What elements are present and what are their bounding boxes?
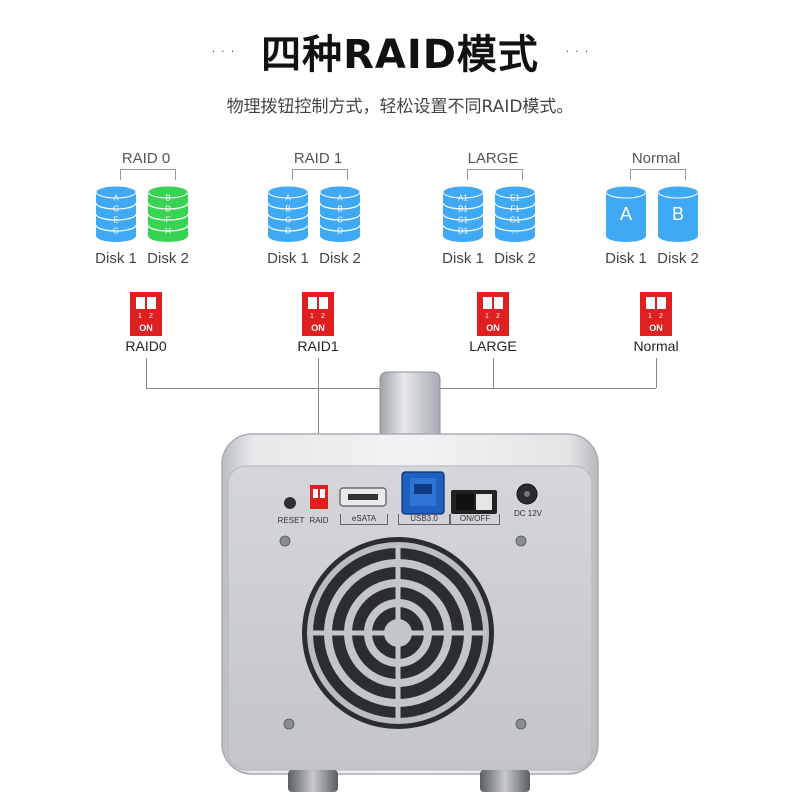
mode-bracket: [467, 169, 523, 180]
disk-slot-label: B: [337, 205, 342, 214]
disk-slot-label: F: [166, 216, 171, 225]
disk-slot-label: C: [113, 205, 119, 214]
power-label: ON/OFF: [450, 514, 500, 525]
mode-name: RAID 1: [293, 150, 343, 167]
mode-footer-label: RAID0: [125, 338, 167, 354]
disk-slot-label: E: [113, 216, 118, 225]
mode-name: LARGE: [467, 150, 519, 167]
disk-1-label: Disk 1: [95, 250, 137, 267]
cooling-fan: [302, 537, 494, 729]
screws: [279, 535, 527, 730]
title-dots-right: . . .: [566, 44, 590, 55]
disk-slot-label: D: [337, 227, 343, 236]
dip-on-label: ON: [311, 323, 325, 333]
esata-label: eSATA: [340, 514, 388, 525]
disk-slot-label: C: [285, 216, 291, 225]
disk-slot-label: A1: [458, 194, 468, 203]
disk-slot-label: D: [165, 205, 171, 214]
dip-number: 2: [149, 313, 153, 320]
disk-slot-label: C: [337, 216, 343, 225]
dip-number: 2: [659, 313, 663, 320]
disk-slot-label: H: [165, 227, 171, 236]
connector-drop-raid0: [146, 358, 147, 388]
dip-on-label: ON: [649, 323, 663, 333]
dip-number: 1: [648, 313, 652, 320]
mode-footer-label: RAID1: [297, 338, 339, 354]
device-raid-switch: [310, 485, 328, 509]
disk-2-label: Disk 2: [319, 250, 361, 267]
mode-bracket: [630, 169, 686, 180]
mode-footer-label: LARGE: [469, 338, 517, 354]
usb3-port: [401, 471, 445, 515]
reset-button-hole: [284, 497, 296, 509]
esata-port: [339, 487, 387, 507]
disk-slot-label: A: [285, 194, 291, 203]
disk-slot-label: F1: [510, 205, 520, 214]
usb-label: USB3.0: [398, 514, 450, 525]
disk-slot-label: G: [113, 227, 119, 236]
dip-number: 1: [138, 313, 142, 320]
disk-slot-label: E1: [510, 194, 520, 203]
dip-number: 1: [310, 313, 314, 320]
power-switch: [451, 490, 497, 514]
reset-label: RESET: [277, 516, 305, 525]
disk-2-label: Disk 2: [494, 250, 536, 267]
title-dots-left: . . .: [212, 44, 236, 55]
disk-slot-label: B: [285, 205, 290, 214]
disk-slot-label: A: [337, 194, 343, 203]
disk-1-label: Disk 1: [267, 250, 309, 267]
connector-drop-large: [493, 358, 494, 388]
dip-number: 2: [496, 313, 500, 320]
connector-drop-normal: [656, 358, 657, 388]
page-subtitle: 物理拨钮控制方式，轻松设置不同RAID模式。: [226, 97, 574, 117]
disk-slot-label: D1: [458, 227, 469, 236]
disk-slot-label: A: [620, 204, 632, 224]
disk-slot-label: B: [165, 194, 170, 203]
mode-footer-label: Normal: [633, 338, 679, 354]
dc-label: DC 12V: [513, 509, 542, 518]
dip-on-label: ON: [486, 323, 500, 333]
rubber-feet: [288, 770, 530, 792]
raid-switch-label: RAID: [309, 516, 329, 525]
disk-slot-label: B: [672, 204, 684, 224]
mode-bracket: [120, 169, 176, 180]
connector-drop-raid1: [318, 358, 319, 488]
disk-2-label: Disk 2: [147, 250, 189, 267]
mode-name: Normal: [631, 150, 681, 167]
disk-2-icon: B: [656, 186, 700, 242]
dip-number: 2: [321, 313, 325, 320]
disk-1-label: Disk 1: [442, 250, 484, 267]
page-title: 四种RAID模式: [261, 32, 539, 78]
disk-slot-label: A: [113, 194, 119, 203]
disk-1-icon: A: [604, 186, 648, 242]
mode-bracket: [292, 169, 348, 180]
disk-slot-label: ...: [512, 227, 519, 236]
disk-1-label: Disk 1: [605, 250, 647, 267]
disk-slot-label: D: [285, 227, 291, 236]
disk-slot-label: G1: [510, 216, 521, 225]
carry-handle: [379, 371, 441, 441]
disk-slot-label: C1: [458, 216, 469, 225]
mode-name: RAID 0: [121, 150, 171, 167]
dc-jack: [516, 483, 538, 505]
dip-on-label: ON: [139, 323, 153, 333]
disk-2-label: Disk 2: [657, 250, 699, 267]
dip-number: 1: [485, 313, 489, 320]
disk-slot-label: B1: [458, 205, 468, 214]
